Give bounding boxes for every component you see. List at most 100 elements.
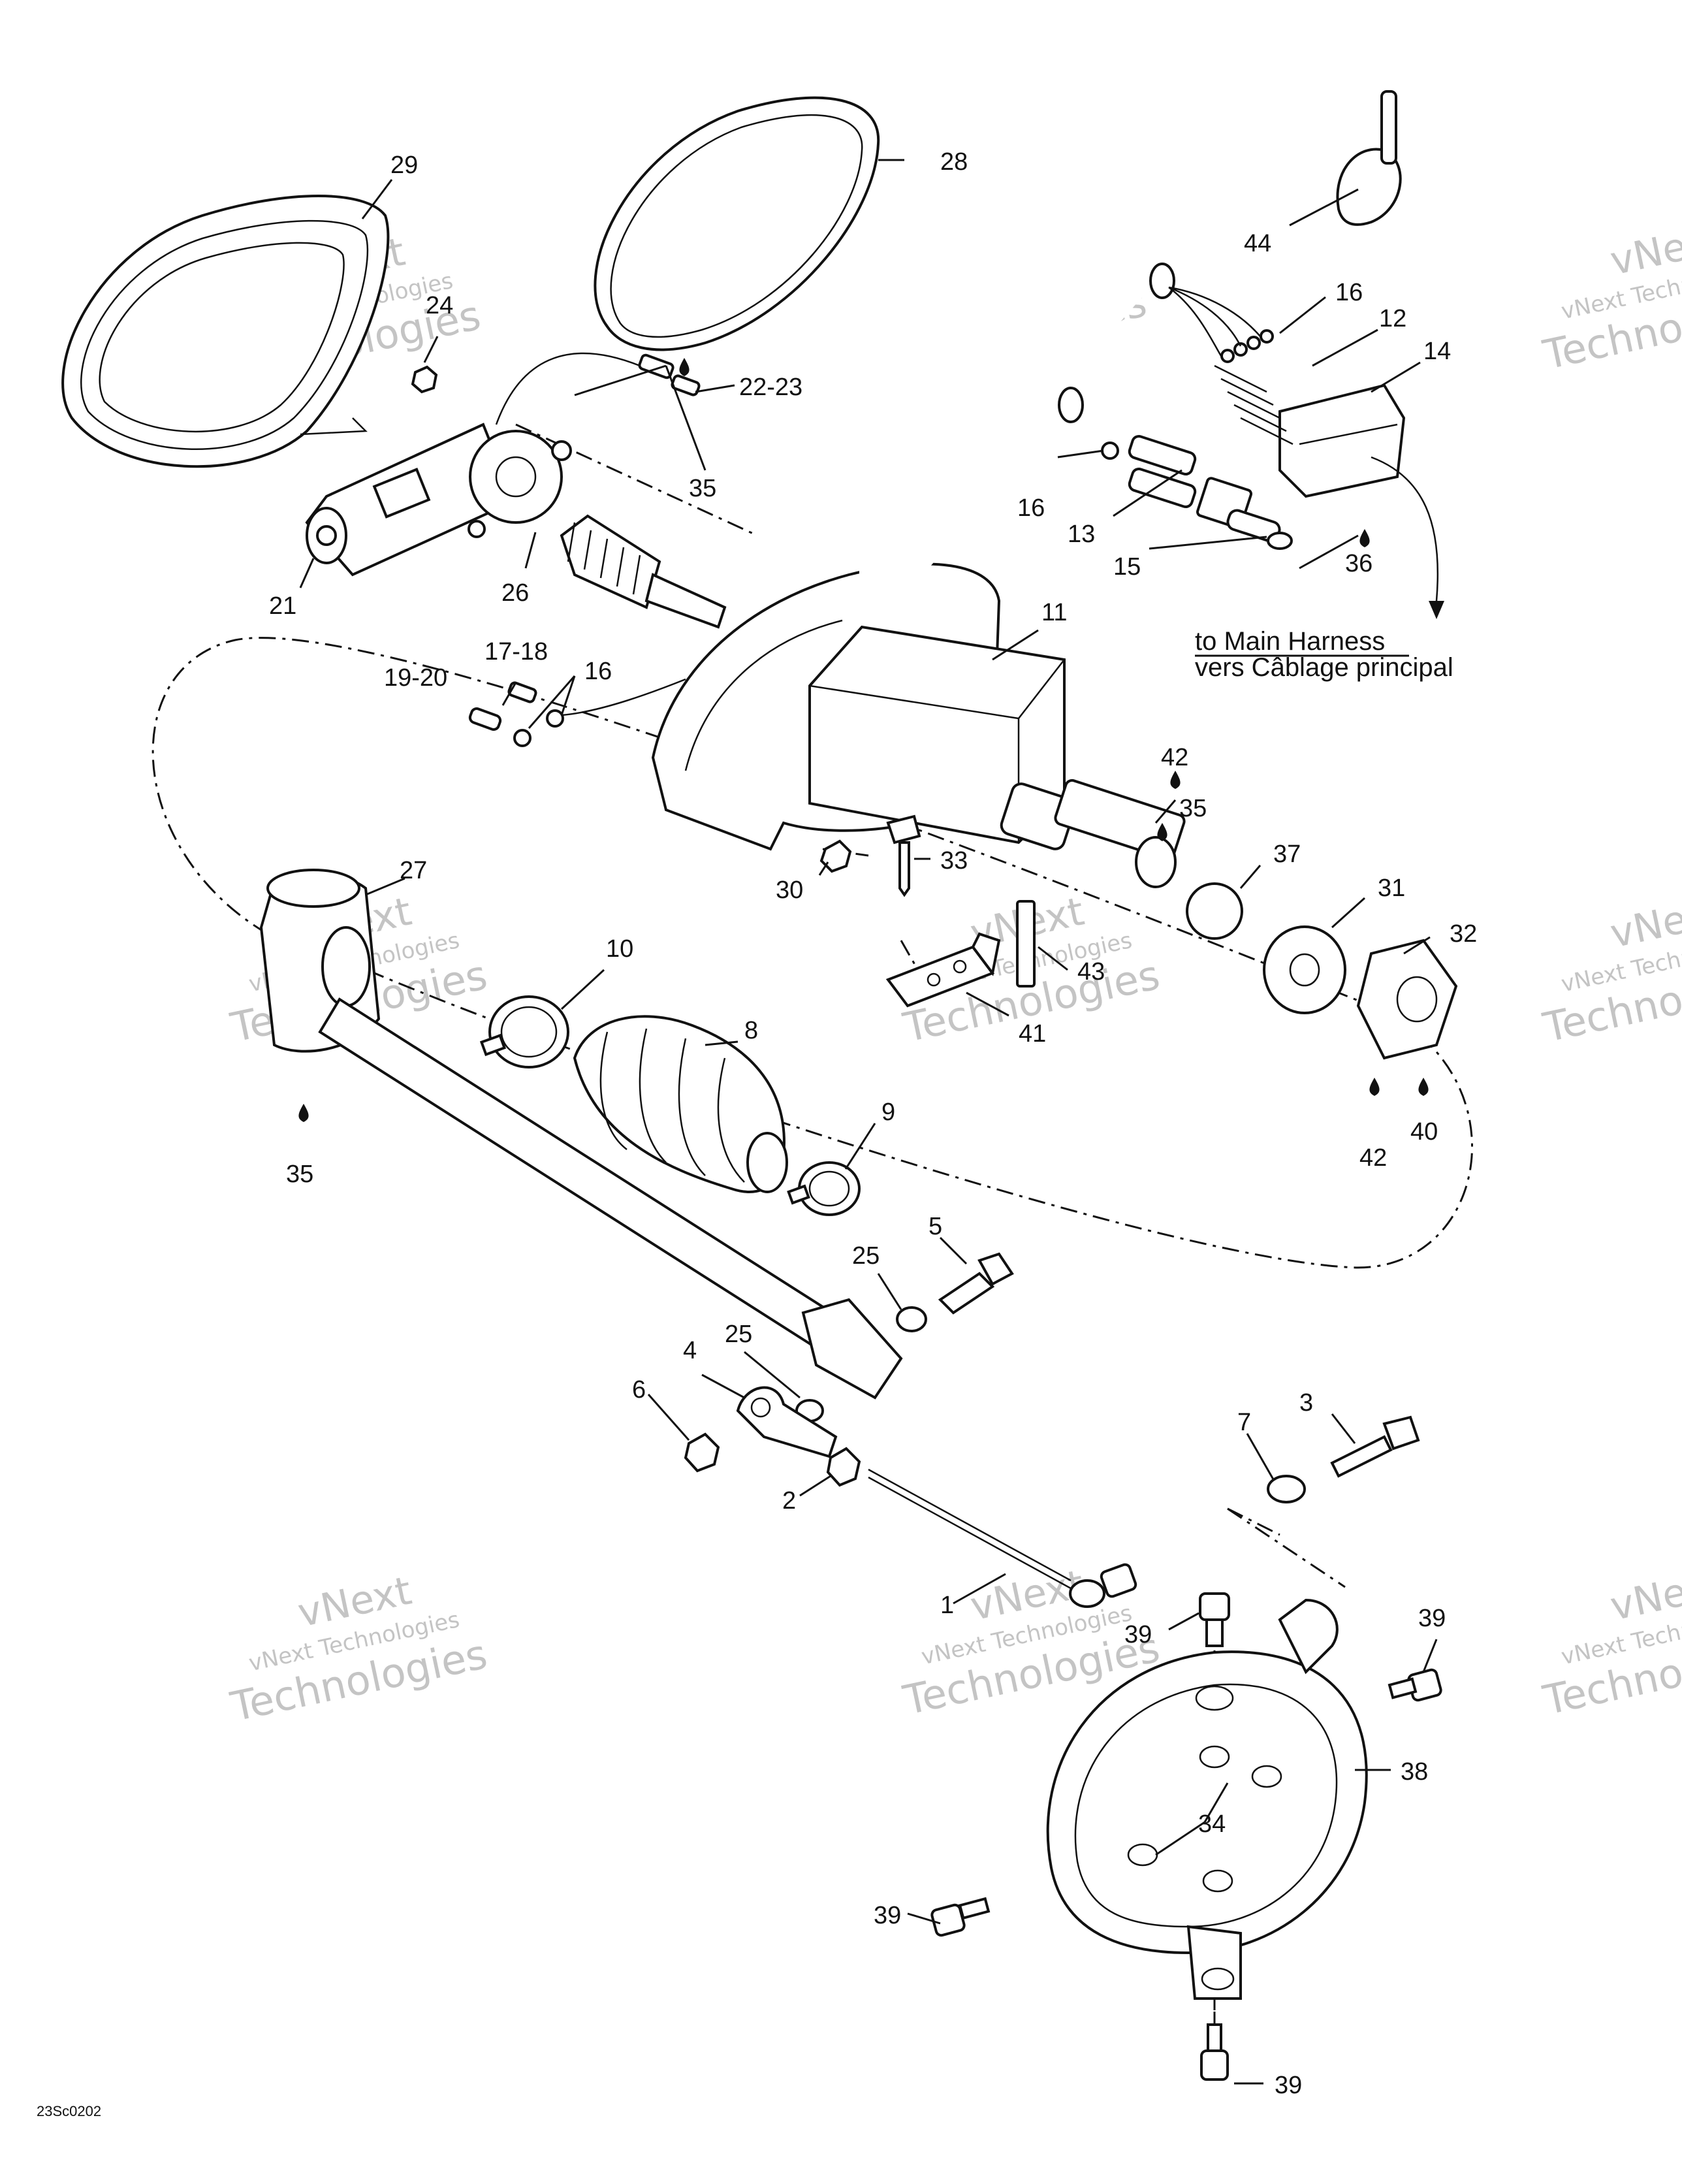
bolt-39-right (1388, 1668, 1442, 1702)
callout-43: 43 (1077, 958, 1105, 986)
callout-40: 40 (1410, 1118, 1438, 1146)
cable-tie-44 (1336, 90, 1402, 226)
callout-7: 7 (1237, 1409, 1251, 1436)
callout-2: 2 (782, 1487, 796, 1515)
seals-16-top (1220, 329, 1274, 363)
callout-36: 36 (1345, 550, 1373, 577)
callout-39d: 39 (1275, 2072, 1302, 2099)
dashdot-bracket-axis (1227, 1507, 1346, 1588)
drop-icon-36 (1359, 529, 1370, 547)
worm-gear-26 (560, 514, 727, 629)
callout-19-20: 19-20 (384, 664, 447, 692)
drop-icon-35-motor (679, 358, 690, 376)
callout-42b: 42 (1359, 1144, 1387, 1172)
bolt-39-left (930, 1897, 991, 1937)
callout-15: 15 (1113, 553, 1141, 581)
push-rod-shaft (318, 997, 903, 1400)
callout-35a: 35 (689, 475, 716, 502)
callout-17-18: 17-18 (484, 638, 548, 666)
callout-29: 29 (390, 152, 418, 179)
clamp-10 (479, 995, 569, 1068)
callout-32: 32 (1450, 920, 1477, 948)
drop-icon-42-nut (1369, 1078, 1380, 1096)
callout-39c: 39 (874, 1902, 901, 1929)
harness-arrow-head (1429, 601, 1444, 619)
pin-43 (1016, 900, 1036, 988)
callout-38: 38 (1401, 1758, 1428, 1786)
callout-35b: 35 (1179, 795, 1207, 822)
harness-note: to Main Harness vers Câblage principal (1195, 627, 1453, 682)
bolt-39-top (1199, 1592, 1230, 1647)
callout-labels: 1 2 3 4 5 6 7 8 9 10 11 12 13 14 15 16 1… (269, 148, 1477, 2099)
callout-30: 30 (776, 876, 803, 904)
washer-25-a (896, 1306, 927, 1332)
rod-end-4 (736, 1386, 838, 1458)
cover-29 (61, 195, 390, 468)
callout-35c: 35 (286, 1161, 313, 1188)
cable-1 (868, 1468, 1137, 1608)
wire-conduit (859, 197, 1175, 607)
wire-22-23 (495, 352, 701, 425)
callout-11: 11 (1041, 599, 1067, 626)
callout-16b: 16 (1017, 494, 1045, 522)
callout-44: 44 (1244, 230, 1271, 257)
drop-icon-35-shaft (1157, 823, 1167, 841)
bolt-3 (1330, 1415, 1420, 1478)
callout-25b: 25 (725, 1321, 752, 1348)
bracket-41 (885, 932, 1001, 1008)
callout-6: 6 (632, 1376, 646, 1404)
terminals-12 (1214, 364, 1293, 445)
nut-6 (684, 1432, 720, 1473)
leader-lines (299, 159, 1438, 2085)
callout-21: 21 (269, 592, 296, 620)
callout-31: 31 (1378, 875, 1405, 902)
washer-31 (1263, 925, 1346, 1014)
callout-42a: 42 (1161, 744, 1188, 771)
callout-12: 12 (1379, 305, 1406, 332)
diagram-code: 23Sc0202 (37, 2103, 101, 2119)
wires-top (1168, 286, 1261, 357)
drop-icon-42-shaft (1170, 771, 1181, 789)
callout-3: 3 (1299, 1389, 1313, 1417)
nut-32 (1356, 939, 1458, 1060)
clamp-9 (787, 1161, 861, 1216)
callout-10: 10 (606, 935, 633, 963)
dashdot-bracket-axis-2 (1227, 1507, 1280, 1536)
callout-5: 5 (928, 1213, 942, 1240)
callout-8: 8 (744, 1017, 758, 1044)
harness-arrow (1371, 456, 1439, 614)
drop-icon-40 (1418, 1078, 1429, 1096)
callout-1: 1 (940, 1592, 954, 1619)
callout-9: 9 (881, 1099, 895, 1126)
small-parts-16-17-20 (468, 678, 686, 747)
callout-22-23: 22-23 (739, 374, 802, 401)
callout-16c: 16 (584, 658, 612, 685)
harness-note-line2: vers Câblage principal (1195, 653, 1453, 682)
callout-27: 27 (400, 857, 427, 884)
callout-16a: 16 (1335, 279, 1363, 306)
bolt-39-bottom (1200, 2023, 1229, 2081)
callout-28: 28 (940, 148, 968, 176)
nut-30 (819, 839, 852, 873)
callout-26: 26 (501, 579, 529, 607)
connector-13-15 (1101, 434, 1293, 550)
callout-4: 4 (683, 1337, 697, 1364)
callout-41: 41 (1019, 1020, 1046, 1048)
callout-37: 37 (1273, 841, 1301, 868)
callout-24: 24 (426, 292, 453, 319)
callout-14: 14 (1423, 338, 1451, 365)
connector-14 (1278, 383, 1406, 498)
nut-2 (826, 1447, 861, 1487)
bolt-5 (938, 1252, 1014, 1315)
callout-13: 13 (1068, 521, 1095, 548)
callout-39b: 39 (1418, 1605, 1446, 1632)
boot-8 (573, 1015, 788, 1193)
bolt-33 (886, 814, 921, 897)
harness-note-line1: to Main Harness (1195, 627, 1385, 656)
nut-24 (411, 365, 438, 394)
callout-39a: 39 (1124, 1621, 1152, 1648)
output-shaft (1000, 779, 1186, 888)
callout-33: 33 (940, 847, 968, 875)
o-ring-37 (1186, 882, 1243, 940)
